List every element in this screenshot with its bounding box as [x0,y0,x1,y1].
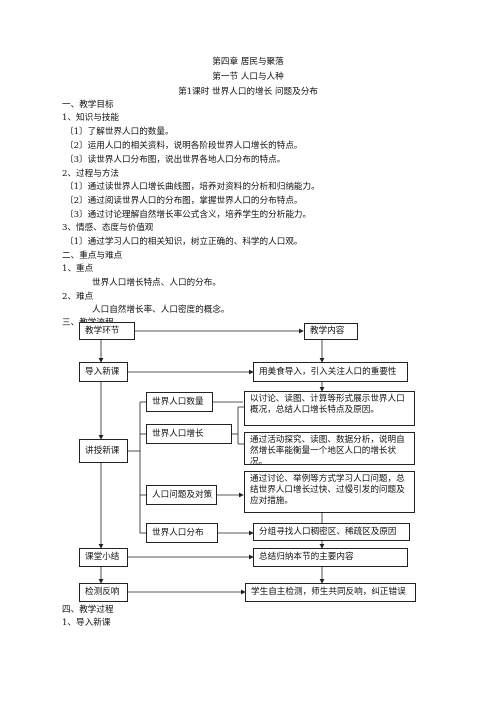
hard-heading: 2、难点 [62,292,94,302]
keypoints-heading: 二、重点与难点 [62,251,123,261]
goal-item: 〔2〕运用人口的相关资料，说明各阶段世界人口增长的特点。 [65,141,303,151]
lesson-title: 第1课时 世界人口的增长 问题及分布 [178,87,318,97]
content-distribution: 分组寻找人口稠密区、稀疏区及原因 [253,523,410,541]
sub-population-problems: 人口问题及对策 [146,485,217,505]
flow-header-left: 教学环节 [79,322,135,340]
goal-item: 〔3〕通过讨论理解自然增长率公式含义，培养学生的分析能力。 [65,210,312,220]
intro-content-box: 用美食导入，引入关注人口的重要性 [253,362,408,382]
sub-population-count: 世界人口数量 [146,392,213,412]
content-growth-rate: 通过活动探究、读图、数据分析，说明自然增长率能衡量一个地区人口的增长状况。 [244,432,415,467]
process-section-heading: 四、教学过程 [62,605,114,615]
intro-step-box: 导入新课 [79,362,128,382]
test-step-box: 检测反响 [79,583,128,602]
hard-text: 人口自然增长率、人口密度的概念。 [92,305,230,315]
emotion-heading: 3、情感、态度与价值观 [62,223,154,233]
content-population-problems: 通过讨论、举例等方式学习人口问题，总结世界人口增长过快、过慢引发的问题及应对措施… [244,471,415,513]
teach-step-box: 讲授新课 [79,439,128,463]
goals-heading: 一、教学目标 [62,100,114,110]
goal-item: 〔1〕通过学习人口的相关知识，树立正确的、科学的人口观。 [65,237,303,247]
process-heading: 2、过程与方法 [62,169,120,179]
summary-step-box: 课堂小结 [79,548,128,567]
goal-item: 〔1〕了解世界人口的数量。 [65,127,174,137]
goal-item: 〔1〕通过读世界人口增长曲线图，培养对资料的分析和归纳能力。 [65,182,320,192]
section-title: 第一节 人口与人种 [212,72,284,82]
content-population-overview: 以讨论、读图、计算等形式展示世界人口概况，总结人口增长特点及原因。 [244,391,415,426]
knowledge-heading: 1、知识与技能 [62,113,120,123]
key-heading: 1、重点 [62,264,94,274]
sub-population-distribution: 世界人口分布 [146,523,218,543]
chapter-title: 第四章 居民与聚落 [212,57,284,67]
test-content-box: 学生自主检测，师生共同反响，纠正错误 [245,583,416,602]
summary-content-box: 总结归纳本节的主要内容 [253,548,408,567]
goal-item: 〔3〕读世界人口分布图，说出世界各地人口分布的特点。 [65,155,286,165]
goal-item: 〔2〕通过阅读世界人口的分布图，掌握世界人口的分布特点。 [65,196,303,206]
intro-subheading: 1、导入新课 [62,618,111,628]
flow-header-right: 教学内容 [304,323,358,340]
key-text: 世界人口增长特点、人口的分布。 [92,278,221,288]
sub-population-growth: 世界人口增长 [146,424,232,444]
